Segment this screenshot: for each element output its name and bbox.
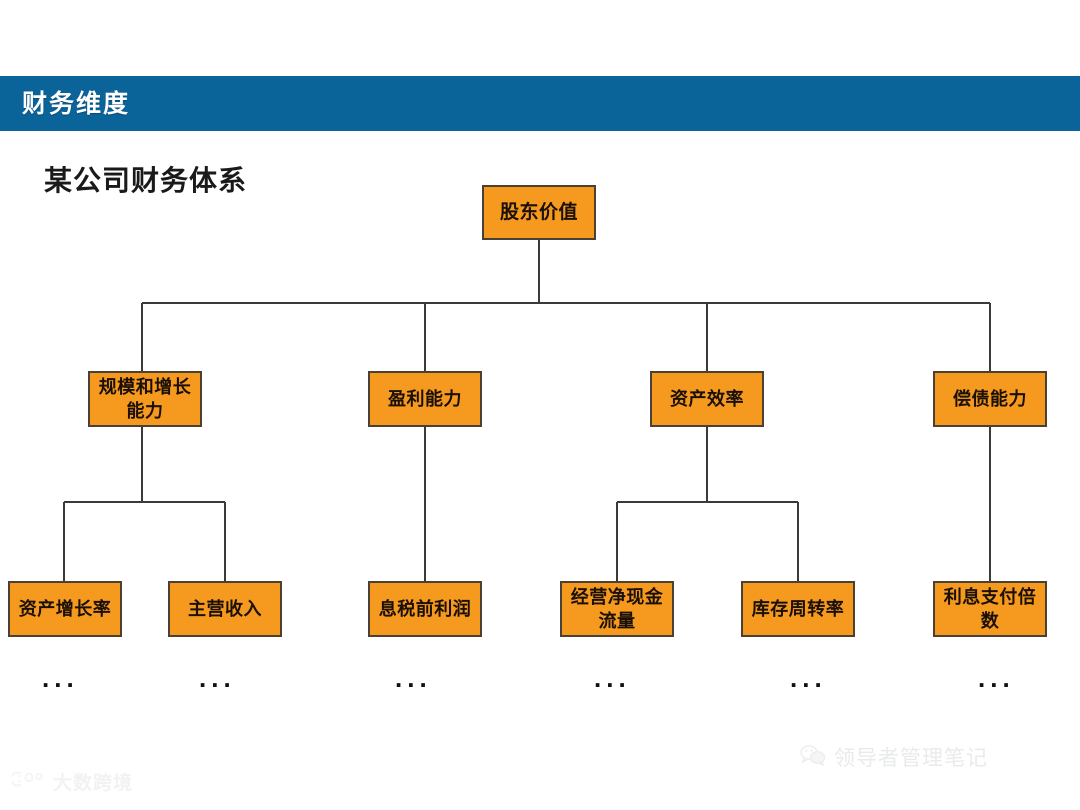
- node-root[interactable]: 股东价值: [482, 185, 596, 240]
- ellipsis-asset-growth-rate: ...: [42, 663, 79, 693]
- node-label: 偿债能力: [953, 389, 1027, 409]
- node-label: 资产增长率: [18, 599, 112, 619]
- header-title: 财务维度: [22, 90, 131, 118]
- node-label: 盈利能力: [388, 389, 462, 409]
- node-leaf-main-revenue[interactable]: 主营收入: [168, 581, 282, 637]
- node-label: 资产效率: [670, 389, 744, 409]
- node-branch-profitability[interactable]: 盈利能力: [368, 371, 482, 427]
- node-branch-asset-efficiency[interactable]: 资产效率: [650, 371, 764, 427]
- brand-logo-icon: [10, 769, 46, 794]
- page-title: 某公司财务体系: [44, 165, 248, 196]
- node-leaf-asset-growth-rate[interactable]: 资产增长率: [8, 581, 122, 637]
- ellipsis-inventory-turnover: ...: [790, 663, 827, 693]
- ellipsis-main-revenue: ...: [199, 663, 236, 693]
- node-branch-scale-growth[interactable]: 规模和增长能力: [88, 371, 202, 427]
- node-leaf-operating-cash-flow[interactable]: 经营净现金流量: [560, 581, 674, 637]
- node-label: 息税前利润: [378, 599, 472, 619]
- node-label: 利息支付倍数: [943, 587, 1037, 631]
- node-leaf-interest-coverage[interactable]: 利息支付倍数: [933, 581, 1047, 637]
- node-label: 主营收入: [188, 599, 262, 619]
- wechat-watermark: 领导者管理笔记: [800, 742, 988, 772]
- node-label: 规模和增长能力: [98, 377, 192, 421]
- node-label: 库存周转率: [751, 599, 845, 619]
- node-leaf-ebit[interactable]: 息税前利润: [368, 581, 482, 637]
- node-branch-solvency[interactable]: 偿债能力: [933, 371, 1047, 427]
- wechat-bubble-icon: [800, 744, 826, 771]
- brand-watermark: 大数跨境: [10, 768, 134, 795]
- node-label: 股东价值: [499, 201, 578, 223]
- node-label: 经营净现金流量: [570, 587, 664, 631]
- node-leaf-inventory-turnover[interactable]: 库存周转率: [741, 581, 855, 637]
- ellipsis-ebit: ...: [395, 663, 432, 693]
- ellipsis-operating-cash-flow: ...: [594, 663, 631, 693]
- wechat-watermark-label: 领导者管理笔记: [834, 747, 988, 770]
- ellipsis-interest-coverage: ...: [978, 663, 1015, 693]
- brand-watermark-label: 大数跨境: [53, 773, 134, 794]
- header-band: [0, 76, 1080, 131]
